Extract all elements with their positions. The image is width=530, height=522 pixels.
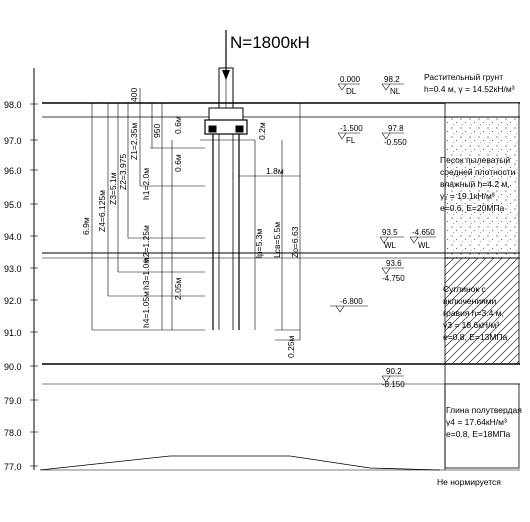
layer-text: e=0.6, E=20МПа xyxy=(440,203,505,213)
layer-text: средней плотности xyxy=(440,167,516,177)
pile-foundation xyxy=(200,67,255,330)
dim-label: Z2=3.975 xyxy=(118,154,128,190)
dim-label: Lсв=5.5м xyxy=(272,222,282,258)
mark-value: 93.6 xyxy=(386,259,402,268)
dim-label: Z3=5.1м xyxy=(108,172,118,205)
dim-label: 6.9м xyxy=(81,217,91,235)
axis-tick: 79.0 xyxy=(4,396,22,406)
dim-label: h2=1.25м xyxy=(141,225,151,262)
axis-tick: 94.0 xyxy=(4,232,22,242)
mark-value: 98.2 xyxy=(384,75,400,84)
axis-tick: 96.0 xyxy=(4,166,22,176)
mark-value: 93.5 xyxy=(382,228,398,237)
mark-value: -4.750 xyxy=(382,274,405,283)
layer-text: гравия h=3.4 м, xyxy=(443,308,504,318)
dim-label: h4=1.05м xyxy=(141,291,151,328)
layer-text: влажный h=4.2 м, xyxy=(440,179,510,189)
dim-label: 0.25м xyxy=(286,335,296,358)
layer-text: e=0.8, E=13МПа xyxy=(443,332,508,342)
mark-value: -1.500 xyxy=(340,124,363,133)
layer-text: Суглинок с xyxy=(443,284,487,294)
dim-label: 950 xyxy=(152,124,162,138)
axis-tick: 93.0 xyxy=(4,264,22,274)
dim-label: Z1=2.35м xyxy=(129,123,139,160)
mark-value: 0.000 xyxy=(340,75,361,84)
mark-value: -8.150 xyxy=(382,380,405,389)
dim-label: 0.6м xyxy=(173,154,183,172)
mark-value: 97.8 xyxy=(388,124,404,133)
dim-label: 1.8м xyxy=(266,166,284,176)
layer-text: Песок пылеватый xyxy=(440,155,510,165)
dim-label: h1=2.0м xyxy=(141,168,151,200)
terrain-profile xyxy=(39,455,441,471)
axis-tick: 95.0 xyxy=(4,200,22,210)
axis-ticks: 98.0 97.0 96.0 95.0 94.0 93.0 92.0 91.0 … xyxy=(4,100,22,472)
mark-value: -0.550 xyxy=(384,138,407,147)
layer-text: γ3 = 18.6кН/м³ xyxy=(443,320,499,330)
dim-label: h3=1.0м xyxy=(141,258,151,290)
dim-label: Zo=6.63 xyxy=(290,226,300,258)
level-marks: 0.000 DL 98.2 NL -1.500 FL 97.8 -0.550 9… xyxy=(330,75,436,389)
layer-boundaries xyxy=(42,102,520,385)
axis-tick: 92.0 xyxy=(4,296,22,306)
mark-value: -4.650 xyxy=(412,228,435,237)
dim-label: 0.6м xyxy=(173,116,183,134)
dim-label: 400 xyxy=(129,88,139,102)
mark-label: WL xyxy=(418,241,431,250)
axis-tick: 98.0 xyxy=(4,100,22,110)
dim-label: 0.2м xyxy=(257,122,267,140)
layer-text: γ4 = 17.64кН/м³ xyxy=(446,417,507,427)
mark-label: DL xyxy=(346,87,357,96)
dim-label: 2.05м xyxy=(173,277,183,300)
dim-label: Z4=6.125м xyxy=(97,190,107,232)
axis-tick: 90.0 xyxy=(4,362,22,372)
mark-label: WL xyxy=(384,241,397,250)
layer-text: Растительный грунт xyxy=(424,72,503,82)
mark-label: FL xyxy=(346,136,356,145)
layer-descriptions: Растительный грунт h=0.4 м, γ = 14.52кН/… xyxy=(424,72,522,439)
dim-label: lp=5.3м xyxy=(254,229,264,258)
load-label: N=1800кН xyxy=(230,33,310,52)
mark-value: -6.800 xyxy=(340,297,363,306)
layer-text: h=0.4 м, γ = 14.52кН/м³ xyxy=(424,84,515,94)
axis-tick: 97.0 xyxy=(4,136,22,146)
mark-label: NL xyxy=(390,87,401,96)
axis-tick: 91.0 xyxy=(4,328,22,338)
mark-value: 90.2 xyxy=(386,367,402,376)
footer-note: Не нормируется xyxy=(437,477,501,487)
layer-text: Глина полутвердая xyxy=(446,405,522,415)
soil-column xyxy=(444,102,520,470)
axis-tick: 77.0 xyxy=(4,462,22,472)
layer-text: e=0.8, E=18МПа xyxy=(446,429,511,439)
layer-text: γ₂ = 19.1кН/м³ xyxy=(440,191,495,201)
axis-tick: 78.0 xyxy=(4,428,22,438)
dimension-lines xyxy=(91,88,301,341)
layer-text: включениями xyxy=(443,296,497,306)
